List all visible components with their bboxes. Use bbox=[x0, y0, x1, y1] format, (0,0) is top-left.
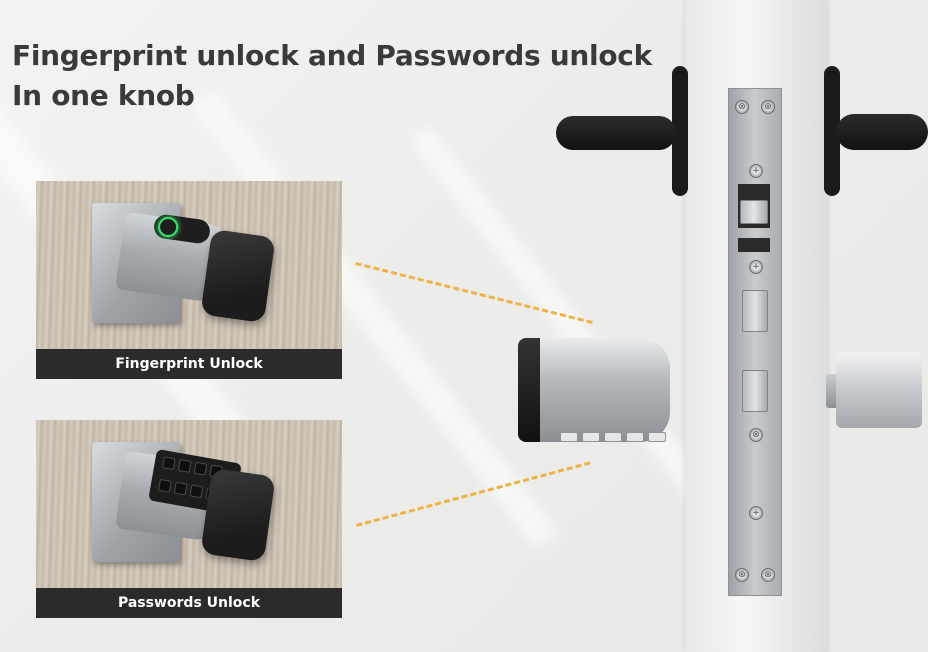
latch-bolt bbox=[740, 200, 768, 224]
screw-icon: ⊗ bbox=[735, 568, 749, 582]
screw-icon: ⊗ bbox=[761, 100, 775, 114]
fingerprint-knob-photo bbox=[36, 181, 342, 349]
screw-icon: + bbox=[749, 164, 763, 178]
fingerprint-panel: Fingerprint Unlock bbox=[36, 181, 342, 379]
keypad-key bbox=[158, 478, 172, 493]
keypad-key bbox=[177, 459, 192, 473]
deadbolt-lower bbox=[742, 370, 768, 412]
keypad-key bbox=[189, 483, 204, 498]
deadbolt-upper bbox=[742, 290, 768, 332]
lever-handle-left bbox=[556, 116, 676, 150]
cylinder-key bbox=[560, 432, 578, 442]
fingerprint-caption: Fingerprint Unlock bbox=[36, 349, 342, 379]
keypad-key bbox=[161, 456, 176, 471]
screw-icon: ⊗ bbox=[761, 568, 775, 582]
keypad-key bbox=[193, 461, 208, 476]
password-caption: Passwords Unlock bbox=[36, 588, 342, 618]
knob-face bbox=[200, 228, 276, 324]
cylinder-key bbox=[626, 432, 644, 442]
cylinder-inner-knob bbox=[836, 352, 922, 428]
keypad-knob-photo bbox=[36, 420, 342, 588]
cylinder-key bbox=[582, 432, 600, 442]
fingerprint-ring bbox=[156, 215, 180, 239]
screw-icon: + bbox=[749, 506, 763, 520]
password-panel: Passwords Unlock bbox=[36, 420, 342, 618]
screw-icon: ⊗ bbox=[749, 428, 763, 442]
lever-handle-right bbox=[836, 114, 928, 150]
cylinder-key bbox=[604, 432, 622, 442]
cylinder-key-buttons bbox=[560, 432, 666, 442]
headline: Fingerprint unlock and Passwords unlock … bbox=[12, 36, 652, 116]
lever-rose-left bbox=[672, 66, 688, 196]
knob-face bbox=[200, 467, 276, 563]
cylinder-key bbox=[648, 432, 666, 442]
screw-icon: + bbox=[749, 260, 763, 274]
cylinder-outer-knob bbox=[518, 338, 670, 442]
screw-icon: ⊗ bbox=[735, 100, 749, 114]
headline-line-1: Fingerprint unlock and Passwords unlock bbox=[12, 39, 652, 72]
keypad-key bbox=[173, 481, 188, 496]
cylinder-cap bbox=[518, 338, 540, 442]
headline-line-2: In one knob bbox=[12, 79, 195, 112]
latch-slot bbox=[738, 238, 770, 252]
lever-rose-right bbox=[824, 66, 840, 196]
